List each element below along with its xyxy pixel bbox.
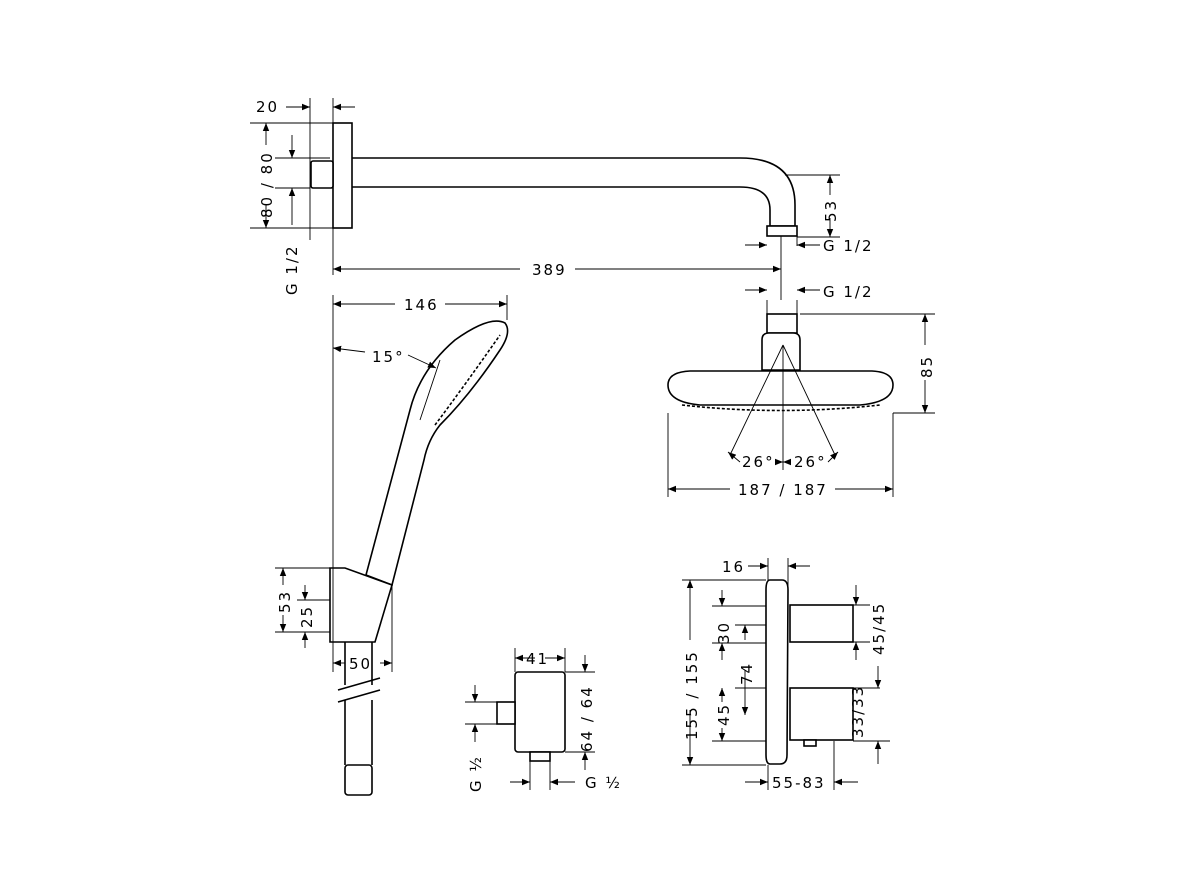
handle-spacing-label: 74 — [738, 662, 756, 685]
lower-handle-label: 33/33 — [849, 685, 867, 738]
thermostat-plate — [765, 579, 789, 765]
outlet-bottom-nub — [529, 751, 551, 762]
outlet-side-nub — [496, 701, 516, 725]
arm-outlet-thread-label: G 1/2 — [823, 237, 874, 255]
plate-height-label: 155 / 155 — [683, 650, 701, 740]
hand-shower-body — [365, 320, 509, 587]
hand-shower: 146 15° 53 25 50 — [275, 295, 509, 796]
hose — [344, 642, 373, 765]
outlet-thread-bottom-label: G ½ — [585, 774, 622, 792]
head-connector — [766, 313, 798, 334]
arm-pipe — [352, 157, 796, 227]
hose-break — [337, 677, 381, 703]
holder-height-label: 53 — [276, 590, 294, 613]
hand-shower-length-label: 146 — [404, 296, 439, 314]
outlet-thread-left-label: G ½ — [467, 755, 485, 792]
head-diameter-label: 187 / 187 — [738, 481, 828, 499]
plate-depth-label: 16 — [722, 558, 745, 576]
head-height-label: 85 — [918, 355, 936, 378]
hose-end — [344, 764, 373, 796]
hand-shower-nozzles — [434, 334, 501, 426]
head-plate — [667, 370, 894, 406]
outlet-width-label: 41 — [526, 650, 549, 668]
shower-holder — [329, 567, 393, 643]
outlet-height-label: 64 / 64 — [578, 685, 596, 752]
upper-handle — [789, 604, 854, 643]
lower-handle — [789, 687, 854, 741]
flange-height-label: 80 / 80 — [258, 151, 276, 218]
arm-outlet-thread — [766, 225, 798, 237]
upper-offset-label: 30 — [715, 621, 733, 644]
wall-arm: 20 80 / 80 G 1/2 389 53 G 1/2 — [250, 98, 874, 300]
wall-flange — [332, 122, 353, 229]
head-thread-label: G 1/2 — [823, 283, 874, 301]
head-joint — [761, 332, 801, 371]
threaded-inlet — [310, 160, 334, 189]
hand-shower-angle-label: 15° — [372, 348, 405, 366]
inlet-thread-label: G 1/2 — [283, 244, 301, 295]
outlet-body — [514, 671, 566, 753]
holder-depth-label: 50 — [349, 655, 372, 673]
lower-offset-label: 45 — [715, 703, 733, 726]
arm-length-label: 389 — [532, 261, 567, 279]
arm-drop-label: 53 — [822, 199, 840, 222]
projection-label: 55-83 — [772, 774, 826, 792]
holder-offset-label: 25 — [298, 605, 316, 628]
angle-left-label: 26° — [742, 453, 775, 471]
head-nozzles — [681, 404, 881, 412]
flange-depth-label: 20 — [256, 98, 279, 116]
lower-handle-stop — [803, 739, 817, 747]
wall-outlet: 41 64 / 64 G ½ G ½ — [465, 648, 622, 792]
thermostat: 16 155 / 155 30 74 45 45/45 33/33 55-83 — [682, 558, 890, 792]
upper-handle-label: 45/45 — [870, 602, 888, 655]
angle-right-label: 26° — [794, 453, 827, 471]
overhead-shower: G 1/2 85 26° 26° 187 / 187 — [667, 283, 936, 499]
